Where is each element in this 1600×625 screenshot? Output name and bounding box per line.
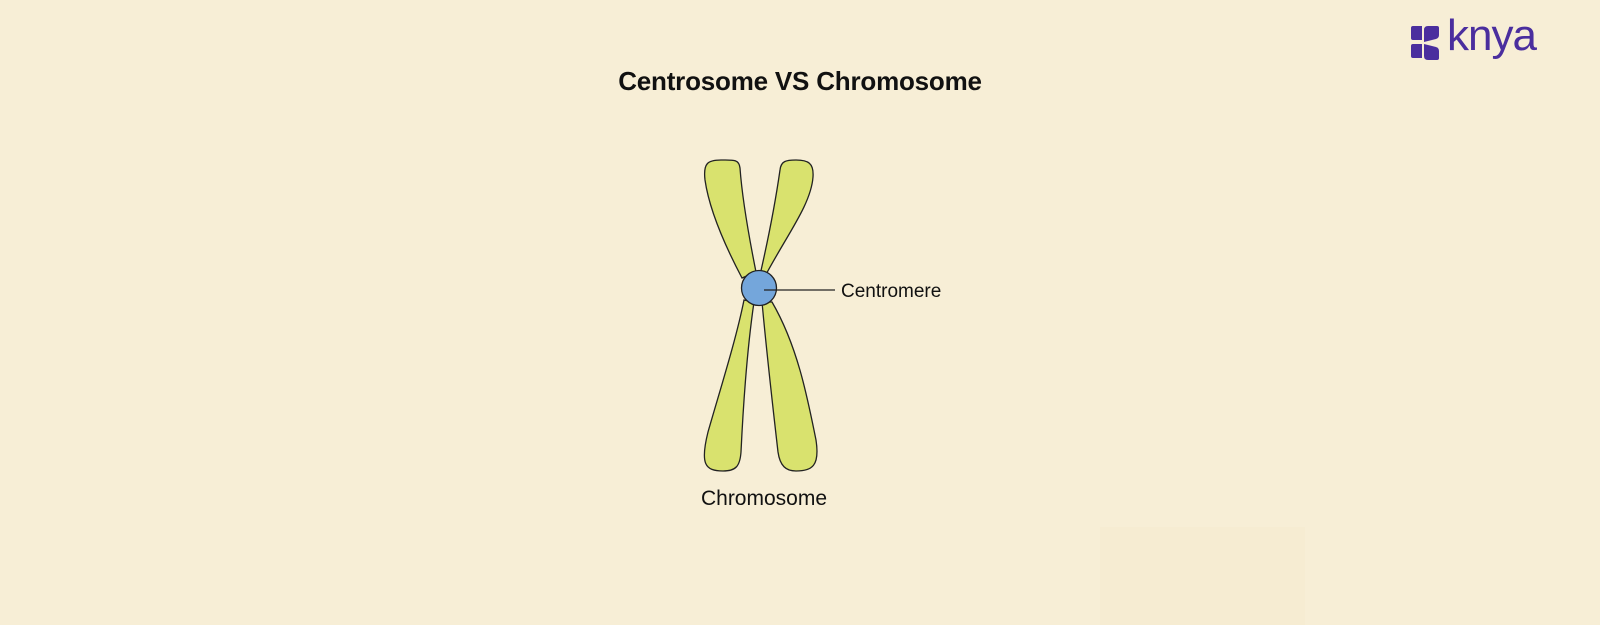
- chromatid-arm-upper-right: [759, 159, 814, 282]
- logo-mark-icon: [1411, 26, 1439, 60]
- centromere: [740, 269, 778, 307]
- centromere-label: Centromere: [841, 281, 941, 302]
- logo-wordmark: knya: [1447, 11, 1537, 60]
- brand-logo: knya: [1411, 14, 1561, 72]
- background-panel: [1100, 527, 1305, 625]
- chromatid-arm-lower-right: [761, 301, 818, 472]
- chromatid-arm-lower-left: [703, 299, 755, 472]
- chromosome-label: Chromosome: [701, 487, 827, 510]
- chromatid-arm-upper-left: [703, 159, 757, 279]
- page-title: Centrosome VS Chromosome: [618, 66, 982, 96]
- chromosome: [703, 159, 818, 472]
